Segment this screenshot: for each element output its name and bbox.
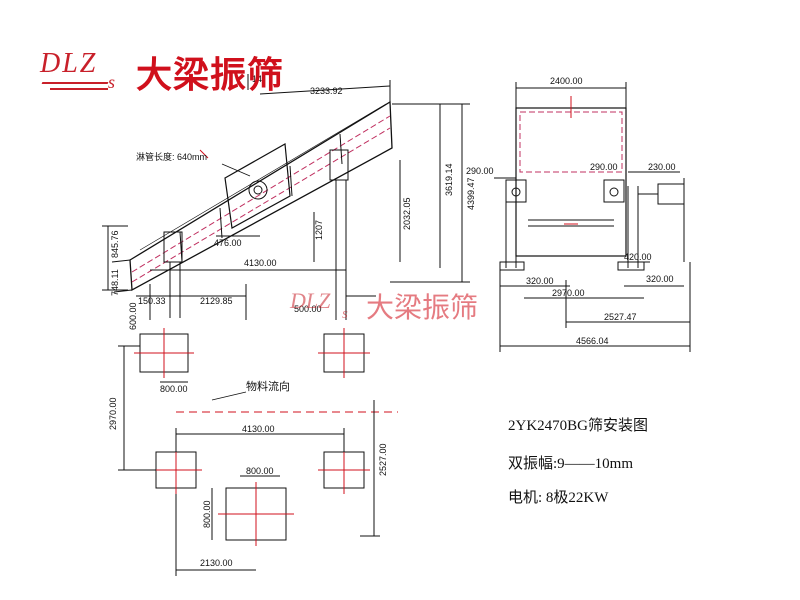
plan-view <box>118 328 398 576</box>
dim-base-center: 4130.00 <box>244 258 277 268</box>
exciter-circle <box>248 180 268 200</box>
dim-plan-vertical-2527: 2527.00 <box>378 443 388 476</box>
brand-underline <box>41 82 109 84</box>
screen-body <box>129 100 393 292</box>
dim-end-left-290: 290.00 <box>466 166 494 176</box>
dimension-labels: 淋管长度: 640mm 14 3233.92 4399.47 3619.14 2… <box>108 74 676 568</box>
watermark: DLZ s 大梁振筛 <box>290 286 550 332</box>
dim-plan-span: 4130.00 <box>242 424 275 434</box>
dim-end-right-320: 320.00 <box>646 274 674 284</box>
watermark-latin-sub: s <box>342 306 348 322</box>
dim-base-600: 600.00 <box>128 302 138 330</box>
drawing-title: 2YK2470BG筛安装图 <box>508 418 649 434</box>
dim-height-small: 1207 <box>314 220 324 240</box>
brand-underline-2 <box>50 88 108 90</box>
exciter-housing <box>224 143 291 229</box>
end-view-frame <box>515 107 627 257</box>
dim-end-base-2970: 2970.00 <box>552 288 585 298</box>
dim-end-left-320: 320.00 <box>526 276 554 286</box>
dim-plan-pad-side: 800.00 <box>202 500 212 528</box>
motor-text: 电机: 8极22KW <box>508 490 609 506</box>
dim-base-500: 500.00 <box>294 304 322 314</box>
dim-left-lower: 748.11 <box>110 269 120 296</box>
dim-end-overall: 4566.04 <box>576 336 609 346</box>
end-view <box>494 82 691 352</box>
brand-latin-sub: s <box>108 72 116 92</box>
dim-end-right-290: 290.00 <box>590 162 618 172</box>
dim-top-length: 3233.92 <box>310 86 343 96</box>
dim-base-150: 150.33 <box>138 296 166 306</box>
dim-end-right-230: 230.00 <box>648 162 676 172</box>
brand-latin: DLZ <box>40 48 98 79</box>
dim-plan-offset: 2130.00 <box>200 558 233 568</box>
dim-height-upper: 3619.14 <box>444 163 454 196</box>
dim-base-2129: 2129.85 <box>200 296 233 306</box>
dim-end-base-2527: 2527.47 <box>604 312 637 322</box>
dim-left-upper: 845.76 <box>110 230 120 258</box>
dim-plan-pad-mid: 800.00 <box>246 466 274 476</box>
brand-chinese: 大梁振筛 <box>136 55 285 96</box>
dim-end-right-420: 420.00 <box>624 252 652 262</box>
dim-plan-vertical-2970: 2970.00 <box>108 397 118 430</box>
side-view <box>102 74 470 320</box>
amplitude-text: 双振幅:9——10mm <box>508 456 634 472</box>
dim-inner-476: 476.00 <box>214 238 242 248</box>
dim-end-top-width: 2400.00 <box>550 76 583 86</box>
flow-label: 物料流向 <box>246 379 290 393</box>
motor-block <box>657 183 685 205</box>
brand-logo: DLZ s 大梁振筛 <box>40 44 300 100</box>
dim-height-total: 4399.47 <box>466 177 476 210</box>
dim-height-mid: 2032.05 <box>402 197 412 230</box>
dim-plan-pad-top: 800.00 <box>160 384 188 394</box>
watermark-latin: DLZ <box>290 288 331 313</box>
dim-top-partial: 14 <box>252 74 262 84</box>
watermark-chinese: 大梁振筛 <box>366 291 479 324</box>
spray-label: 淋管长度: 640mm <box>136 151 207 162</box>
